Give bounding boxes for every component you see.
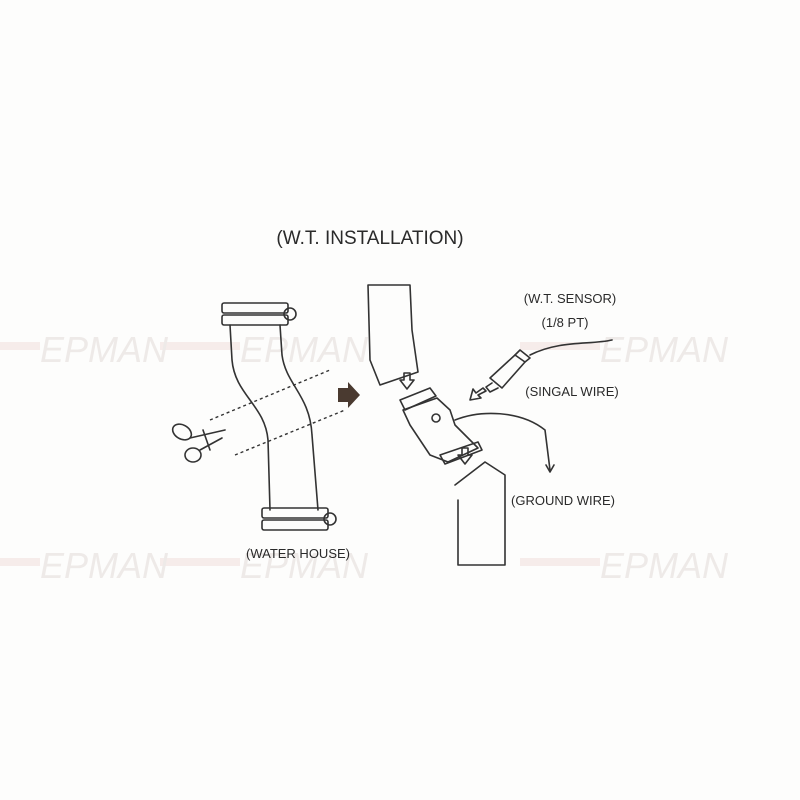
- sensor-label: (W.T. SENSOR): [524, 291, 616, 306]
- svg-text:EPMAN: EPMAN: [240, 329, 369, 370]
- watermark: EPMAN EPMAN EPMAN EPMAN EPMAN EPMAN: [0, 329, 729, 586]
- sensor-adapter: [399, 387, 555, 473]
- svg-text:EPMAN: EPMAN: [240, 545, 369, 586]
- svg-text:EPMAN: EPMAN: [40, 329, 169, 370]
- scissors-icon: [171, 423, 226, 463]
- cut-lines: [209, 369, 346, 456]
- svg-text:EPMAN: EPMAN: [600, 329, 729, 370]
- signal-wire-label: (SINGAL WIRE): [525, 384, 618, 399]
- svg-text:EPMAN: EPMAN: [600, 545, 729, 586]
- diagonal-arrow-icon: [469, 387, 487, 401]
- up-arrow-icon: [457, 447, 473, 465]
- thread-label: (1/8 PT): [542, 315, 589, 330]
- temperature-sensor: [485, 339, 613, 393]
- down-arrow-icon: [399, 372, 415, 390]
- ground-wire-label: (GROUND WIRE): [511, 493, 615, 508]
- right-arrow-icon: [338, 382, 360, 408]
- lower-pipe: [454, 461, 506, 566]
- upper-pipe: [367, 284, 419, 386]
- water-hose: [209, 302, 346, 531]
- svg-text:EPMAN: EPMAN: [40, 545, 169, 586]
- diagram-title: (W.T. INSTALLATION): [276, 228, 463, 249]
- water-house-label: (WATER HOUSE): [246, 546, 350, 561]
